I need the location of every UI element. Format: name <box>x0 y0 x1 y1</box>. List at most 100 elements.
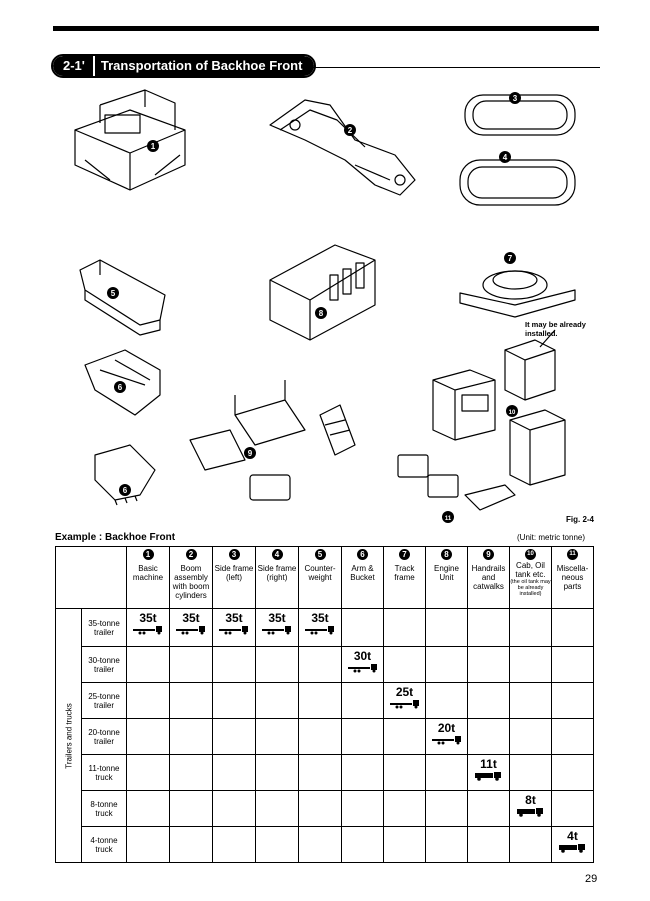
load-cell <box>509 608 552 647</box>
callout-leader-line <box>539 329 556 348</box>
column-number-marker: 7 <box>399 549 410 560</box>
load-cell <box>467 608 510 647</box>
load-cell <box>467 682 510 719</box>
marker-10: 10 <box>506 405 518 417</box>
load-cell: 11t <box>467 754 510 791</box>
load-cell <box>425 646 468 683</box>
engine-unit-drawing <box>269 244 376 341</box>
load-cell: 35t <box>126 608 170 647</box>
load-cell <box>298 754 342 791</box>
svg-text:5: 5 <box>111 289 116 298</box>
load-cell <box>212 754 256 791</box>
handrails-drawing <box>189 380 356 501</box>
trailer-icon <box>176 626 205 635</box>
load-cell: 35t <box>169 608 213 647</box>
load-cell: 35t <box>255 608 299 647</box>
tonnage-value: 35t <box>139 611 157 625</box>
load-cell <box>255 826 299 863</box>
column-label: Miscella-neous parts <box>556 564 589 591</box>
load-cell <box>169 682 213 719</box>
svg-text:3: 3 <box>513 94 518 103</box>
marker-7: 7 <box>504 252 516 264</box>
load-cell <box>383 646 426 683</box>
tonnage-value: 20t <box>437 721 456 735</box>
installed-callout: It may be already installed. <box>525 320 586 338</box>
load-cell <box>341 826 384 863</box>
load-cell <box>298 682 342 719</box>
load-cell <box>169 718 213 755</box>
load-cell <box>425 608 468 647</box>
marker-2: 2 <box>344 124 356 136</box>
load-cell <box>467 826 510 863</box>
svg-text:9: 9 <box>248 449 253 458</box>
miscellaneous-parts-drawing <box>397 454 516 511</box>
load-cell <box>341 718 384 755</box>
load-cell <box>341 790 384 827</box>
vehicle-category-label: Trailers and trucks <box>55 608 82 863</box>
load-cell: 4t <box>551 826 594 863</box>
load-cell <box>212 682 256 719</box>
load-cell <box>341 754 384 791</box>
tonnage-value: 11t <box>480 757 497 771</box>
load-cell <box>298 790 342 827</box>
load-cell <box>255 682 299 719</box>
load-cell <box>126 790 170 827</box>
load-cell <box>126 754 170 791</box>
load-cell <box>255 790 299 827</box>
column-number-marker: 1 <box>142 549 154 560</box>
svg-text:8: 8 <box>319 309 324 318</box>
counterweight-drawing <box>79 259 166 336</box>
tonnage-value: 30t <box>353 649 372 663</box>
column-number-marker: 3 <box>228 549 240 560</box>
marker-6a: 6 <box>114 381 126 393</box>
load-cell <box>212 826 256 863</box>
vehicle-label: 20-tonne trailer <box>81 718 127 755</box>
svg-text:7: 7 <box>508 254 513 263</box>
column-number-marker: 8 <box>441 549 452 560</box>
truck-icon <box>474 772 501 781</box>
svg-text:2: 2 <box>348 126 353 135</box>
load-cell <box>383 790 426 827</box>
load-cell <box>126 826 170 863</box>
load-cell: 30t <box>341 646 384 683</box>
trailer-icon <box>305 626 334 635</box>
trailer-icon <box>347 664 377 673</box>
tonnage-value: 35t <box>268 611 286 625</box>
load-cell <box>169 754 213 791</box>
column-number-marker: 10 <box>525 549 536 560</box>
svg-text:4: 4 <box>503 153 508 162</box>
vehicle-label: 30-tonne trailer <box>81 646 127 683</box>
column-label: Track frame <box>394 564 415 582</box>
load-cell <box>425 790 468 827</box>
load-cell: 35t <box>298 608 342 647</box>
truck-icon <box>516 808 543 817</box>
section-heading: 2-1' Transportation of Backhoe Front <box>51 54 317 78</box>
column-label: Side frame (left) <box>214 564 254 582</box>
load-cell <box>255 646 299 683</box>
column-label: Engine Unit <box>434 564 459 582</box>
table-row: 30-tonne trailer 30t <box>56 646 594 683</box>
trailer-icon <box>389 700 419 709</box>
trailer-icon <box>262 626 291 635</box>
truck-icon <box>558 844 585 853</box>
load-cell <box>298 646 342 683</box>
example-title: Example : Backhoe Front <box>55 532 176 543</box>
load-cell <box>126 718 170 755</box>
tonnage-value: 8t <box>525 793 536 807</box>
load-cell <box>509 718 552 755</box>
load-cell <box>383 826 426 863</box>
load-cell <box>341 682 384 719</box>
svg-text:6: 6 <box>118 383 123 392</box>
